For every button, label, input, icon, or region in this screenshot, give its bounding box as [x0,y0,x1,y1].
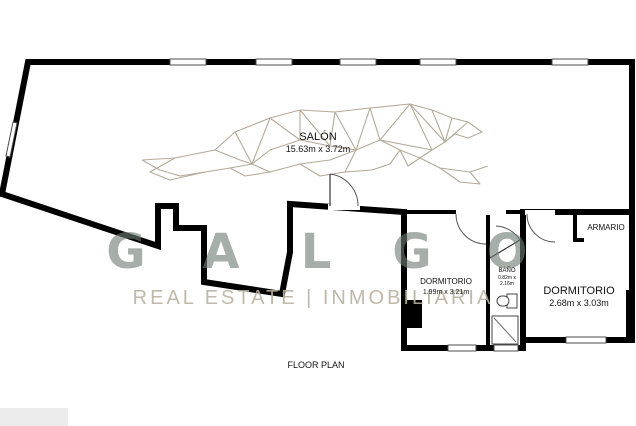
bedroom-1-door [455,210,506,245]
dormitorio-2-dims: 2.68m x 3.03m [549,298,609,308]
armario-label: ARMARIO [587,223,624,232]
watermark-letter: L [301,224,332,280]
armario-wall [573,212,584,242]
watermark-letter: G [106,224,145,280]
wall-block [406,302,420,326]
bedroom-2-door [525,210,556,243]
shower-icon [491,315,519,345]
salon-name: SALÓN [299,130,336,143]
bano-door [489,225,521,259]
salon-door [328,173,360,210]
watermark-letter: A [202,224,239,280]
bano-dims-line-1: 0.82m x [498,275,516,281]
toilet-icon [496,293,518,309]
floor-plan-label: FLOOR PLAN [287,360,344,370]
window-left [5,121,18,158]
watermark-letters: G A L G O [106,224,527,280]
bano-name: BAÑO [498,267,515,274]
windows-top [169,58,589,66]
watermark-tagline: REAL ESTATE | INMOBILIARIA [133,287,494,309]
salon-bottom-wall [0,190,526,351]
watermark-letter: G [392,224,431,280]
bottom-left-strip [0,408,68,426]
dormitorio-1-dims: 1.99m x 3.21m [423,289,469,296]
wall-block-right [626,290,634,340]
windows-bottom [447,336,607,352]
exterior-wall [0,59,635,215]
greyhound-logo [141,103,489,185]
salon-dims: 15.63m x 3.72m [286,144,351,154]
dormitorio-1-name: DORMITORIO [420,277,472,286]
watermark-letter: O [487,224,528,280]
dormitorio-2-name: DORMITORIO [543,285,615,297]
bano-dims-line-2: 2.16m [500,281,514,287]
